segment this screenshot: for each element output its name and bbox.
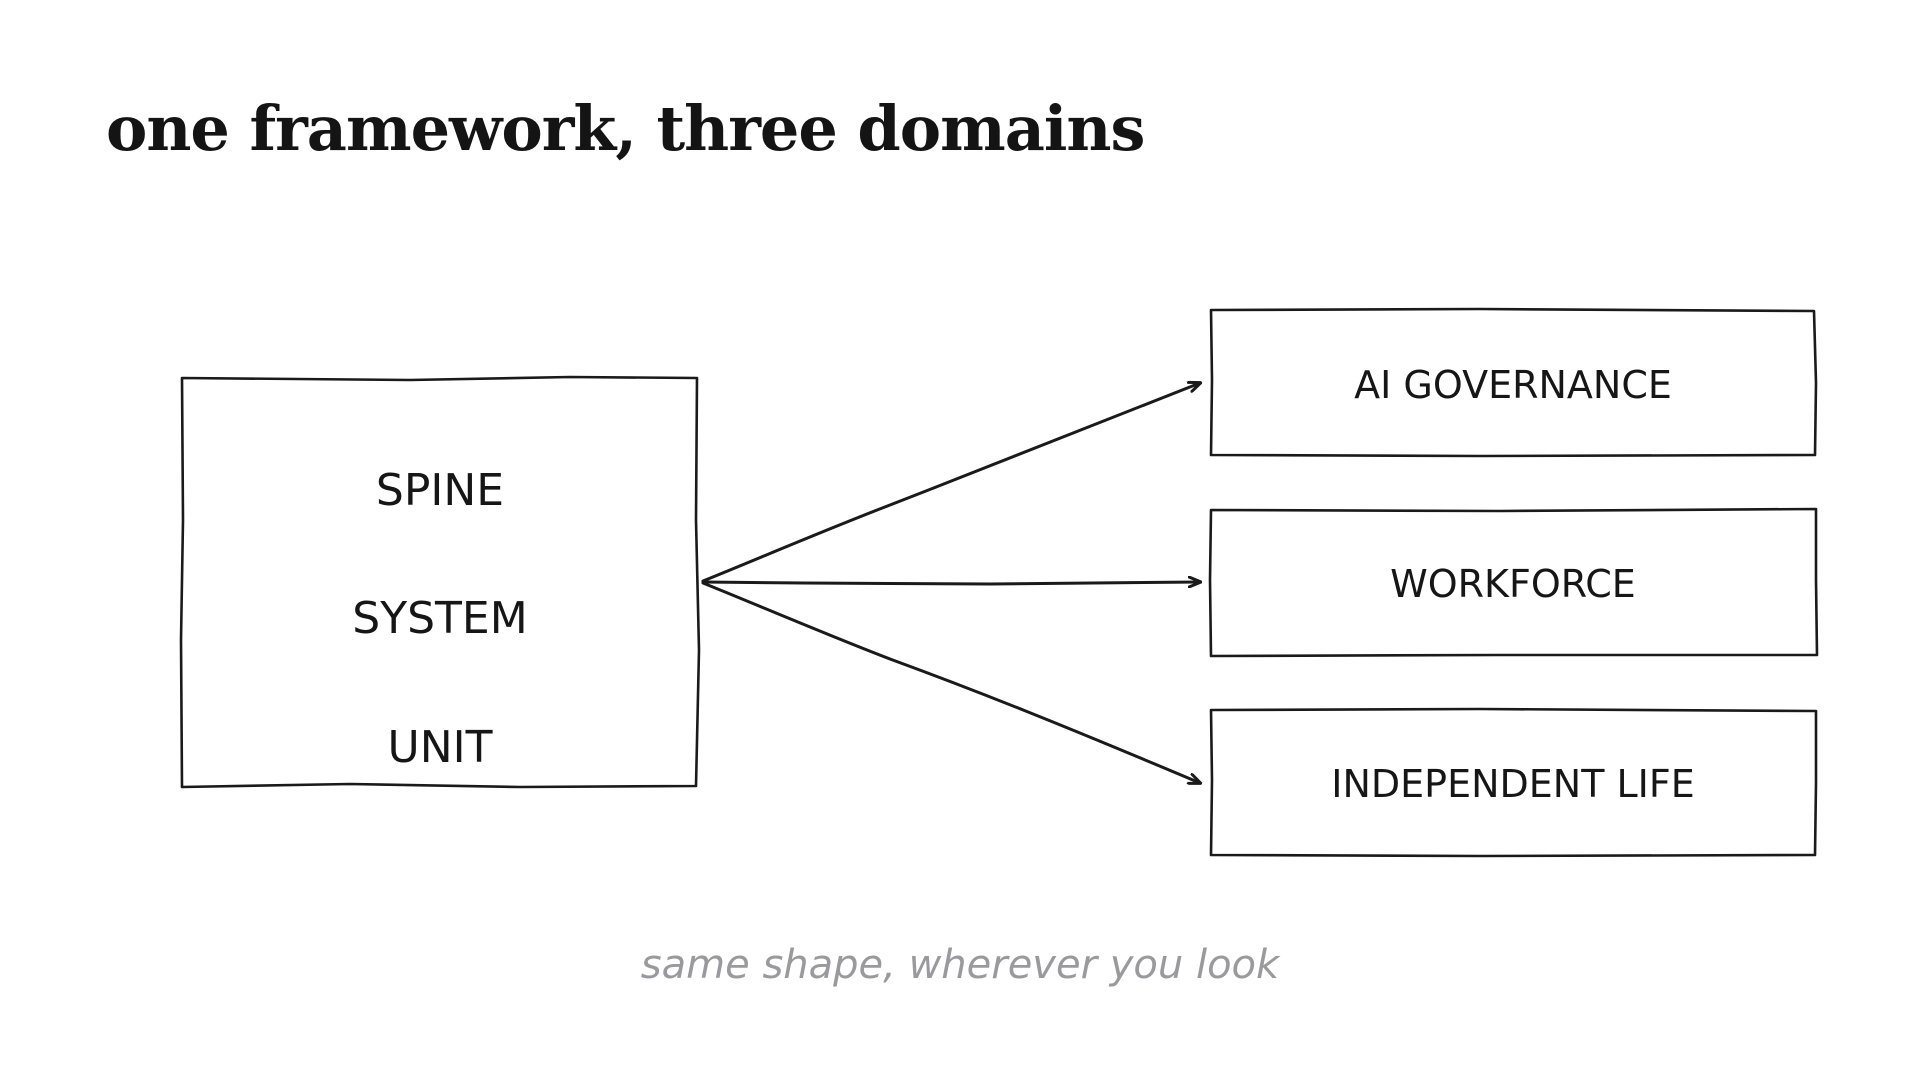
source-line-system: SYSTEM [352, 593, 527, 644]
source-box [179, 375, 701, 789]
source-line-spine: SPINE [376, 465, 504, 516]
page-title: one framework, three domains [106, 92, 1145, 165]
arrow-to-workforce [701, 582, 1200, 584]
domain-box-ai-governance [1209, 307, 1818, 458]
domain-label-workforce: WORKFORCE [1390, 562, 1636, 606]
arrow-to-independent-life [701, 581, 1200, 783]
domain-label-independent-life: INDEPENDENT LIFE [1331, 762, 1695, 806]
domain-box-independent-life [1209, 707, 1818, 858]
caption: same shape, wherever you look [640, 942, 1280, 988]
domain-label-ai-governance: AI GOVERNANCE [1354, 363, 1672, 407]
source-line-unit: UNIT [388, 722, 493, 773]
arrow-to-ai-governance [701, 383, 1200, 583]
domain-box-workforce [1208, 507, 1819, 658]
